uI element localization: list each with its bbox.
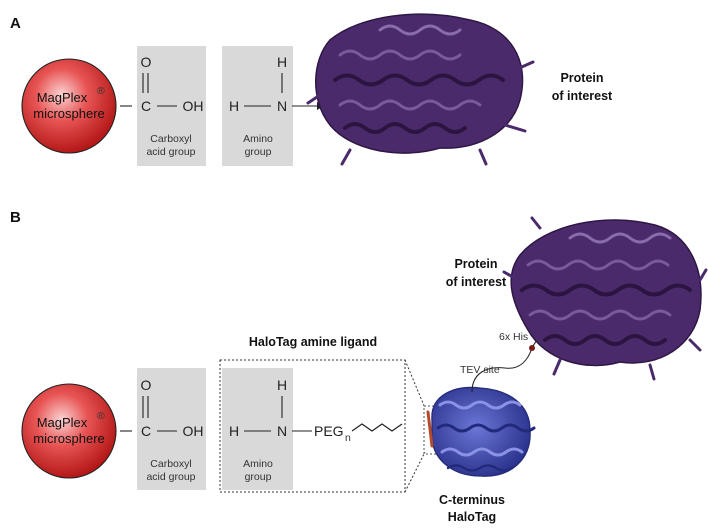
tev-site-marker (529, 345, 535, 351)
bead-b-reg: ® (97, 410, 105, 422)
peg-label: PEG (314, 423, 344, 439)
amino-a-h-top: H (277, 54, 287, 70)
carboxyl-a-label1: Carboxyl (150, 133, 191, 145)
alkyl-chain (351, 423, 403, 432)
ligand-title: HaloTag amine ligand (249, 335, 377, 349)
his-tag-label: 6x His (499, 331, 528, 343)
amino-b-label2: group (245, 471, 272, 483)
amino-b-h-left: H (229, 423, 239, 439)
carboxyl-a-label2: acid group (146, 146, 195, 158)
halotag-structure (426, 386, 536, 477)
ligand-box (219, 359, 406, 493)
amino-a-label2: group (245, 146, 272, 158)
carboxyl-b-oh: OH (183, 423, 204, 439)
protein-a-label1: Protein (560, 71, 603, 85)
bead-a-reg: ® (97, 85, 105, 97)
amino-a-label1: Amino (243, 133, 273, 145)
carboxyl-a-oh: OH (183, 98, 204, 114)
amino-box-b (222, 368, 293, 490)
carboxyl-b-label2: acid group (146, 471, 195, 483)
carboxyl-a-c: C (141, 98, 151, 114)
panel-b-label: B (10, 209, 21, 226)
amino-b-label1: Amino (243, 458, 273, 470)
tev-site-label: TEV site (460, 364, 500, 376)
protein-structure-b (502, 216, 708, 381)
protein-b-label1: Protein (454, 257, 497, 271)
amino-b-n: N (277, 423, 287, 439)
microsphere-a: MagPlex ® microsphere (21, 58, 117, 154)
peg-subscript: n (345, 432, 351, 444)
carboxyl-b-o: O (141, 377, 152, 393)
amino-b-h-top: H (277, 377, 287, 393)
carboxyl-b-label1: Carboxyl (150, 458, 191, 470)
carboxyl-b-c: C (141, 423, 151, 439)
carboxyl-group-b: O C OH Carboxyl acid group (137, 368, 206, 490)
microsphere-b: MagPlex ® microsphere (21, 383, 117, 479)
bead-b-line1: MagPlex (37, 415, 88, 430)
callout-line-bottom (404, 451, 426, 493)
callout-line-top (404, 359, 426, 409)
linker-tev (471, 347, 533, 393)
protein-b-label2: of interest (446, 275, 507, 289)
halotag-label2: HaloTag (448, 510, 496, 524)
amino-group-b: H H N Amino group (222, 368, 293, 490)
carboxyl-box-b (137, 368, 206, 490)
halotag-label1: C-terminus (439, 493, 505, 507)
carboxyl-group-a: O C OH Carboxyl acid group (137, 46, 206, 166)
bead-b-line2: microsphere (33, 431, 105, 446)
bead-a-line2: microsphere (33, 106, 105, 121)
amino-a-h-left: H (229, 98, 239, 114)
carboxyl-a-o: O (141, 54, 152, 70)
protein-structure-a (306, 13, 535, 166)
amino-group-a: H H N Amino group (222, 46, 293, 166)
bead-a-line1: MagPlex (37, 90, 88, 105)
protein-a-label2: of interest (552, 89, 613, 103)
panel-a-label: A (10, 15, 21, 32)
amino-a-n: N (277, 98, 287, 114)
